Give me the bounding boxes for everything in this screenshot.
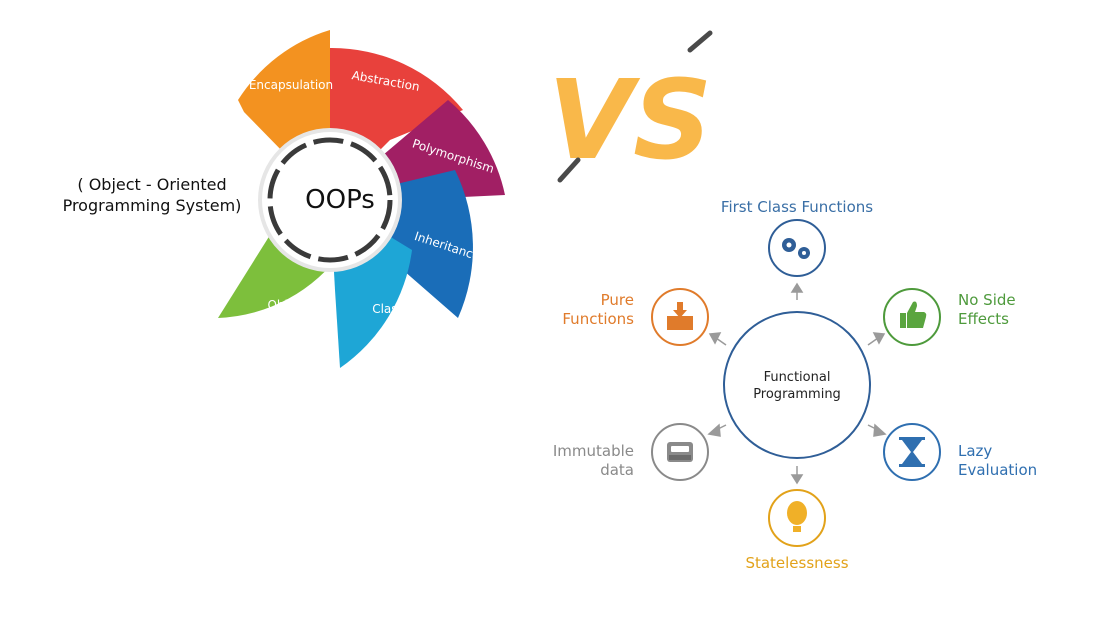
fp-center-line2: Programming [753,387,841,402]
oop-center-circle [258,128,402,272]
node-label-lazy-evaluation-1: Lazy [958,442,992,460]
node-label-no-side-effects-1: No Side [958,291,1016,309]
drive-icon [667,442,693,462]
arrow-down [790,474,804,485]
fp-node-no-side-effects: No Side Effects [883,288,1016,346]
arrow-down-right [873,423,887,437]
node-ring [768,219,826,277]
oop-center-ring [267,137,393,263]
fp-node-pure-functions: Pure Functions [562,288,709,346]
fp-node-immutable-data: Immutable data [553,423,709,481]
fp-connectors [707,282,887,485]
arrow-down-left [707,423,721,437]
arrow-up-right [872,332,886,345]
node-label-first-class-functions: First Class Functions [721,198,873,216]
vs-slash-top [687,30,713,53]
fp-center-line1: Functional [764,370,831,385]
oop-center-label: OOPs [305,185,375,215]
balloon-icon [787,501,807,532]
fp-diagram: Functional Programming First Class Funct [553,198,1037,572]
vs-slash-bottom [557,157,581,183]
arrow-up [790,282,804,293]
node-label-immutable-data-1: Immutable [553,442,634,460]
thumbs-up-icon [900,301,927,328]
fp-node-first-class-functions: First Class Functions [721,198,873,277]
node-label-lazy-evaluation-2: Evaluation [958,461,1037,479]
node-label-pure-functions-2: Functions [562,310,634,328]
download-box-icon [667,302,693,330]
petal-label-object: Object [267,298,306,312]
petal-label-class: Class [372,302,404,316]
node-label-no-side-effects-2: Effects [958,310,1009,328]
fp-center-circle [723,311,871,459]
fp-node-lazy-evaluation: Lazy Evaluation [883,423,1037,481]
vs-mark: VS [548,30,713,184]
petal-label-encapsulation: Encapsulation [249,78,333,92]
oop-caption-line2: Programming System) [63,196,242,215]
gears-icon [782,238,810,259]
arrow-up-left [708,332,722,345]
oop-diagram: OOPs Encapsulation Abstraction Polymorph… [63,30,505,368]
fp-node-statelessness: Statelessness [745,489,849,572]
node-label-immutable-data-2: data [600,461,634,479]
node-label-pure-functions-1: Pure [601,291,634,309]
hourglass-icon [899,437,925,467]
node-label-statelessness: Statelessness [745,554,848,572]
oop-caption-line1: ( Object - Oriented [77,175,226,194]
